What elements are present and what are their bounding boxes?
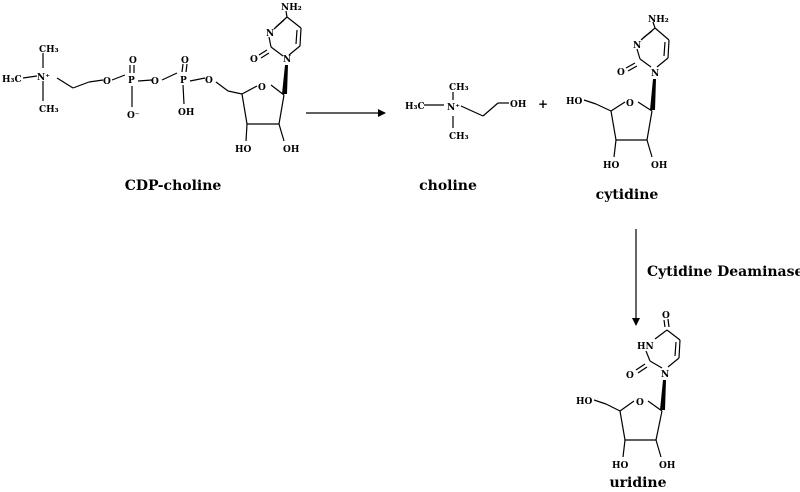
plus-sign: + bbox=[538, 97, 548, 111]
cdp-atom-o-ring: O bbox=[258, 83, 266, 93]
cdp-atom-o-p2-top: O bbox=[181, 56, 189, 66]
cytidine-atom-n1: N bbox=[651, 69, 659, 79]
molecule-cytidine: NH₂ N O N HO O HO OH cytidine bbox=[566, 15, 670, 203]
cdp-atom-o-5prime: O bbox=[205, 76, 213, 86]
cdp-ribose-bonds bbox=[215, 81, 285, 142]
cdp-atom-o-p1-top: O bbox=[129, 56, 137, 66]
cytidine-atom-o-ring: O bbox=[626, 99, 634, 109]
cytidine-atom-oh-3: OH bbox=[651, 161, 668, 171]
cdp-atom-p2: P bbox=[180, 76, 187, 86]
cytidine-ribose-bonds bbox=[583, 99, 653, 158]
uridine-atom-oh-3: OH bbox=[659, 461, 676, 471]
uridine-ribose-bonds bbox=[593, 399, 663, 458]
molecule-choline: CH₃ H₃C N⁺ CH₃ OH choline bbox=[405, 83, 527, 194]
uridine-atom-o4: O bbox=[662, 311, 670, 321]
cdp-atom-o-minus: O⁻ bbox=[127, 111, 140, 121]
cdp-atom-o-a: O bbox=[103, 77, 111, 87]
cdp-atom-ho-2: HO bbox=[235, 145, 252, 155]
uridine-atom-hn: HN bbox=[637, 342, 654, 352]
uridine-atom-ho-2: HO bbox=[612, 461, 629, 471]
cytidine-glycosidic-wedge bbox=[650, 79, 656, 110]
caption-uridine: uridine bbox=[609, 475, 666, 491]
choline-atom-h3c: H₃C bbox=[405, 102, 425, 112]
cytidine-atom-o2: O bbox=[617, 68, 625, 78]
molecule-cdp-choline: NH₂ N O N O HO OH bbox=[2, 3, 302, 194]
choline-atom-ch3-bottom: CH₃ bbox=[449, 132, 469, 142]
cdp-phosphate-chain-bonds bbox=[88, 63, 206, 107]
uridine-glycosidic-wedge bbox=[660, 380, 666, 410]
cdp-atom-p1: P bbox=[128, 76, 135, 86]
uridine-ring-bonds bbox=[635, 318, 681, 374]
choline-atom-n-plus: N⁺ bbox=[447, 103, 460, 113]
cytidine-atom-nh2: NH₂ bbox=[648, 15, 669, 25]
molecule-uridine: O HN O N HO O HO OH uridine bbox=[576, 311, 681, 491]
cdp-glycosidic-wedge bbox=[282, 65, 288, 94]
cytidine-atom-ho-2: HO bbox=[603, 161, 620, 171]
caption-cdp-choline: CDP-choline bbox=[125, 178, 222, 194]
enzyme-label: Cytidine Deaminase bbox=[647, 264, 800, 280]
uridine-atom-o-ring: O bbox=[636, 398, 644, 408]
cdp-atom-h3c: H₃C bbox=[2, 75, 22, 85]
cytidine-atom-ho5: HO bbox=[566, 97, 583, 107]
cdp-atom-ch3-top: CH₃ bbox=[39, 45, 59, 55]
choline-atom-ch3-top: CH₃ bbox=[449, 83, 469, 93]
cytidine-atom-n3: N bbox=[633, 41, 641, 51]
choline-atom-oh: OH bbox=[510, 100, 527, 110]
caption-cytidine: cytidine bbox=[596, 187, 659, 203]
cdp-atom-n-plus: N⁺ bbox=[37, 73, 50, 83]
cdp-choline-head-bonds bbox=[22, 53, 90, 101]
cdp-atom-ch3-bottom: CH₃ bbox=[39, 105, 59, 115]
uridine-atom-n1: N bbox=[661, 370, 669, 380]
cdp-atom-o-bridge: O bbox=[151, 77, 159, 87]
caption-choline: choline bbox=[419, 178, 477, 194]
cdp-atom-o2: O bbox=[250, 55, 258, 65]
cdp-cytosine-ring-bonds bbox=[258, 10, 302, 59]
cdp-atom-n1: N bbox=[283, 55, 291, 65]
choline-bonds bbox=[424, 92, 509, 128]
cdp-atom-nh2: NH₂ bbox=[281, 3, 302, 13]
uridine-atom-ho5: HO bbox=[576, 397, 593, 407]
cdp-atom-oh-p2: OH bbox=[178, 108, 195, 118]
cytidine-ring-bonds bbox=[625, 21, 670, 72]
uridine-atom-o2: O bbox=[626, 371, 634, 381]
cdp-atom-n3: N bbox=[266, 29, 274, 39]
cdp-atom-oh-3: OH bbox=[283, 145, 300, 155]
